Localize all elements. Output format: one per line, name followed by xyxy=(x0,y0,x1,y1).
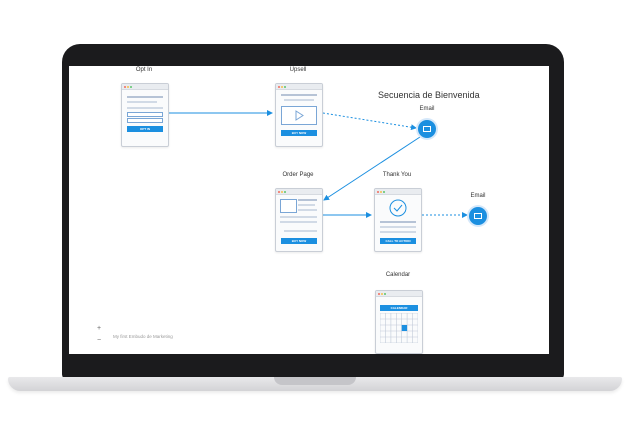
text-line xyxy=(284,230,317,232)
order-page[interactable]: BUY NOW xyxy=(275,188,323,252)
email-node-2[interactable] xyxy=(469,207,487,225)
browser-bar xyxy=(276,189,322,195)
email-node-2-label: Email xyxy=(470,193,486,199)
thankyou-page[interactable]: CALL TO ACTION xyxy=(374,188,422,252)
text-line xyxy=(380,221,416,223)
text-line xyxy=(280,216,317,218)
funnel-name: My first Embudo de Marketing xyxy=(113,334,173,339)
play-icon xyxy=(295,110,304,121)
order-label: Order Page xyxy=(282,172,314,178)
text-line xyxy=(298,204,315,206)
sequence-title: Secuencia de Bienvenida xyxy=(378,90,480,100)
video-frame xyxy=(281,106,317,125)
text-line xyxy=(280,221,317,223)
upsell-label: Upsell xyxy=(289,67,307,73)
browser-bar xyxy=(376,291,422,297)
text-line xyxy=(380,226,416,228)
call-to-action-button[interactable]: CALL TO ACTION xyxy=(380,238,416,244)
optin-label: Opt In xyxy=(135,67,153,73)
input-field xyxy=(127,112,163,117)
thankyou-label: Thank You xyxy=(382,172,412,178)
zoom-in-button[interactable]: + xyxy=(96,325,102,332)
text-line xyxy=(281,94,317,96)
input-field xyxy=(127,118,163,123)
calendar-header: CALENDAR xyxy=(380,305,418,311)
connector-upsell-email xyxy=(322,112,417,131)
text-line xyxy=(127,107,163,109)
calendar-label: Calendar xyxy=(385,272,411,278)
text-line xyxy=(127,96,163,98)
text-line xyxy=(298,199,317,201)
calendar-page[interactable]: CALENDAR xyxy=(375,290,423,354)
optin-page[interactable]: OPT IN xyxy=(121,83,169,147)
connector-email-order xyxy=(323,136,421,201)
product-image xyxy=(280,199,297,213)
sequence-email-label: Email xyxy=(419,106,435,112)
optin-button[interactable]: OPT IN xyxy=(127,126,163,132)
text-line xyxy=(127,101,157,103)
order-buy-button[interactable]: BUY NOW xyxy=(281,238,317,244)
browser-bar xyxy=(276,84,322,90)
envelope-icon xyxy=(474,213,482,219)
email-node[interactable] xyxy=(418,120,436,138)
checkmark-icon xyxy=(389,199,407,217)
upsell-buy-button[interactable]: BUY NOW xyxy=(281,130,317,136)
text-line xyxy=(284,99,314,101)
envelope-icon xyxy=(423,126,431,132)
laptop-notch xyxy=(274,377,356,385)
browser-bar xyxy=(375,189,421,195)
zoom-out-button[interactable]: − xyxy=(96,337,102,344)
upsell-page[interactable]: BUY NOW xyxy=(275,83,323,147)
browser-bar xyxy=(122,84,168,90)
text-line xyxy=(298,209,317,211)
calendar-grid xyxy=(380,313,418,343)
text-line xyxy=(380,231,416,233)
